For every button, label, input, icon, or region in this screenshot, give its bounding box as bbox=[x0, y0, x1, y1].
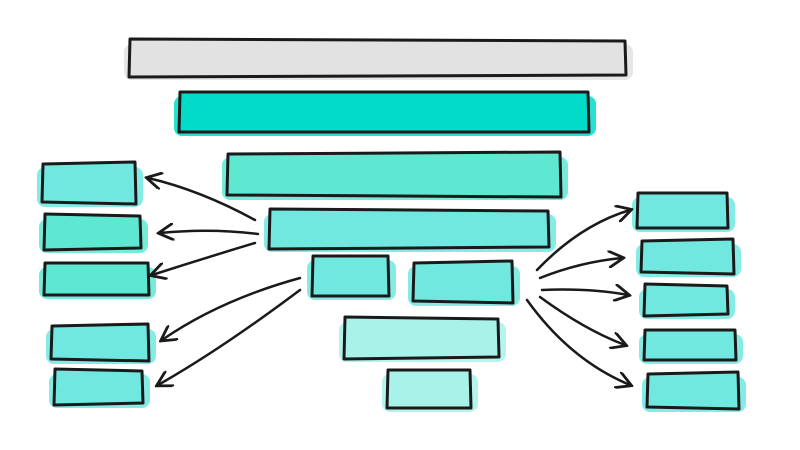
left-arrow-1 bbox=[148, 178, 257, 222]
right-arrow-1 bbox=[535, 210, 630, 272]
stack-bar-4 bbox=[267, 207, 551, 251]
left-box-1 bbox=[40, 160, 138, 206]
stack-bar-1 bbox=[127, 37, 628, 79]
right-box-1 bbox=[635, 191, 730, 230]
stack-box-8 bbox=[385, 368, 473, 410]
left-arrow-4 bbox=[162, 276, 302, 340]
right-box-3 bbox=[642, 282, 730, 318]
stack-bar-2 bbox=[177, 90, 591, 134]
left-arrow-5 bbox=[158, 288, 302, 385]
left-box-4 bbox=[49, 322, 151, 363]
right-box-4 bbox=[642, 328, 738, 362]
stack-box-5 bbox=[310, 254, 391, 298]
left-box-2 bbox=[42, 212, 143, 252]
right-arrow-3 bbox=[540, 290, 628, 295]
left-box-5 bbox=[52, 367, 145, 407]
right-arrow-2 bbox=[538, 258, 622, 280]
left-arrow-2 bbox=[160, 231, 260, 234]
left-box-3 bbox=[42, 261, 151, 297]
stack-box-6 bbox=[411, 259, 515, 305]
right-arrow-4 bbox=[538, 295, 625, 345]
right-box-2 bbox=[639, 237, 736, 276]
left-arrow-3 bbox=[152, 241, 257, 275]
stack-bar-3 bbox=[225, 150, 563, 199]
stack-box-7 bbox=[342, 315, 501, 361]
right-arrow-5 bbox=[525, 298, 630, 385]
right-box-5 bbox=[645, 370, 741, 411]
